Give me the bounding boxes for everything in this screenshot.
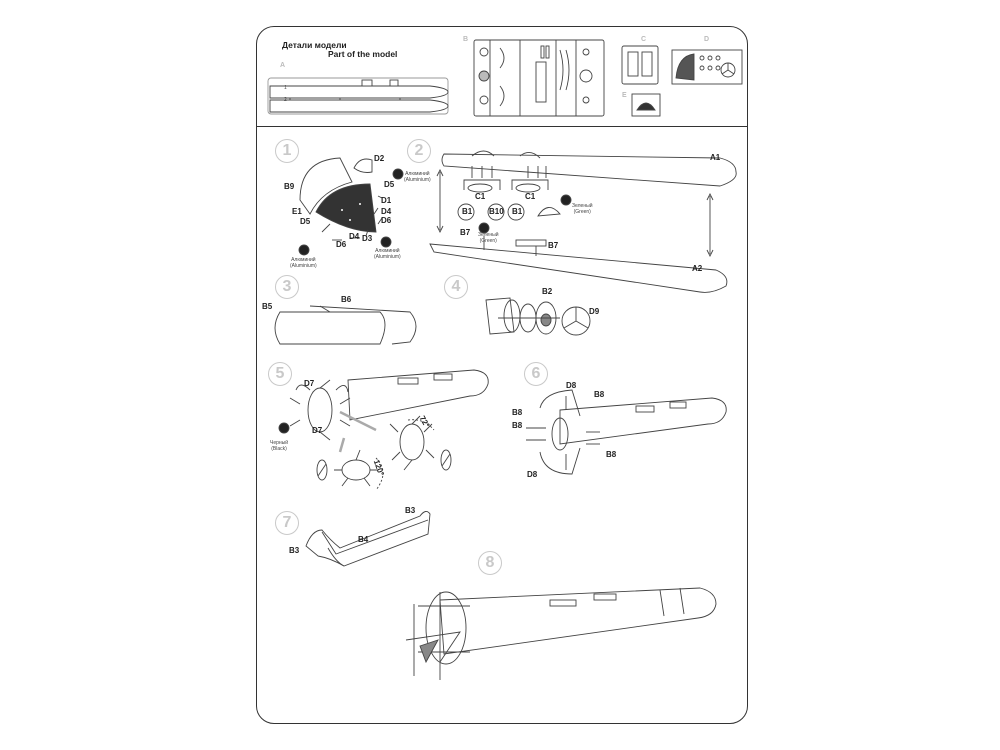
label-b7-left: B7 [460,228,471,237]
label-d3: D3 [362,234,373,243]
instruction-sheet [256,26,748,724]
label-b1-left: B1 [462,207,473,216]
step1-art [298,157,404,256]
label-d9: D9 [589,307,600,316]
label-b5: B5 [262,302,273,311]
paint-aluminium-3: Алюминий(Aluminium) [374,248,401,260]
step5-art [278,369,489,491]
step3-art [274,305,417,345]
sprue-b-frame [473,39,605,117]
header-title-en: Part of the model [328,49,398,59]
step-number-6: 6 [524,362,548,386]
step-number-3: 3 [275,275,299,299]
sprue-e-frame [631,93,661,117]
label-b7-right: B7 [548,241,559,250]
sprue-a-frame [267,77,449,115]
step-number-4: 4 [444,275,468,299]
step-number-1: 1 [275,139,299,163]
paint-aluminium-1: Алюминий(Aluminium) [404,171,431,183]
step4-art [485,297,591,336]
paint-aluminium-2: Алюминий(Aluminium) [290,257,317,269]
label-d8-bottom: D8 [527,470,538,479]
sprue-c-frame [621,45,659,85]
label-b10: B10 [489,207,504,216]
paint-black: Черный(Black) [270,440,289,452]
sprue-letter-b: B [463,36,469,43]
step6-art [526,389,727,475]
step-number-8: 8 [478,551,502,575]
label-e1: E1 [292,207,302,216]
label-a1: A1 [710,153,721,162]
label-c1-left: C1 [475,192,486,201]
sprue-letter-e: E [622,92,627,99]
step8-art [405,587,717,680]
label-d8-top: D8 [566,381,577,390]
step-number-5: 5 [268,362,292,386]
label-a2: A2 [692,264,703,273]
paint-green-1: Зеленый(Green) [478,232,499,244]
label-b8-left-top: B8 [512,408,523,417]
label-b8-left: B8 [512,421,523,430]
label-d6-right: D6 [381,216,392,225]
label-b8-bottom: B8 [606,450,617,459]
header-title-ru: Детали модели [282,40,347,50]
sprue-letter-a: A [280,62,286,69]
sprue-a-number-1: 1 [284,85,287,91]
label-b3-left: B3 [289,546,300,555]
label-d1: D1 [381,196,392,205]
label-b6: B6 [341,295,352,304]
label-b9: B9 [284,182,295,191]
label-b3-right: B3 [405,506,416,515]
label-c1-right: C1 [525,192,536,201]
label-b1-right: B1 [512,207,523,216]
step2-art [429,150,737,293]
label-b2: B2 [542,287,553,296]
label-d5-left: D5 [300,217,311,226]
label-d7-top: D7 [304,379,315,388]
sprue-d-frame [671,49,743,85]
label-d2: D2 [374,154,385,163]
label-b8-top: B8 [594,390,605,399]
sprue-letter-c: C [641,36,647,43]
label-d5-top: D5 [384,180,395,189]
paint-green-2: Зеленый(Green) [572,203,593,215]
label-d6-bottom: D6 [336,240,347,249]
header-divider [256,126,748,127]
label-d4-bottom: D4 [349,232,360,241]
sprue-letter-d: D [704,36,710,43]
step7-art [305,511,431,567]
step-number-7: 7 [275,511,299,535]
label-d7-bottom: D7 [312,426,323,435]
step-number-2: 2 [407,139,431,163]
label-d4-right: D4 [381,207,392,216]
label-b4: B4 [358,535,369,544]
